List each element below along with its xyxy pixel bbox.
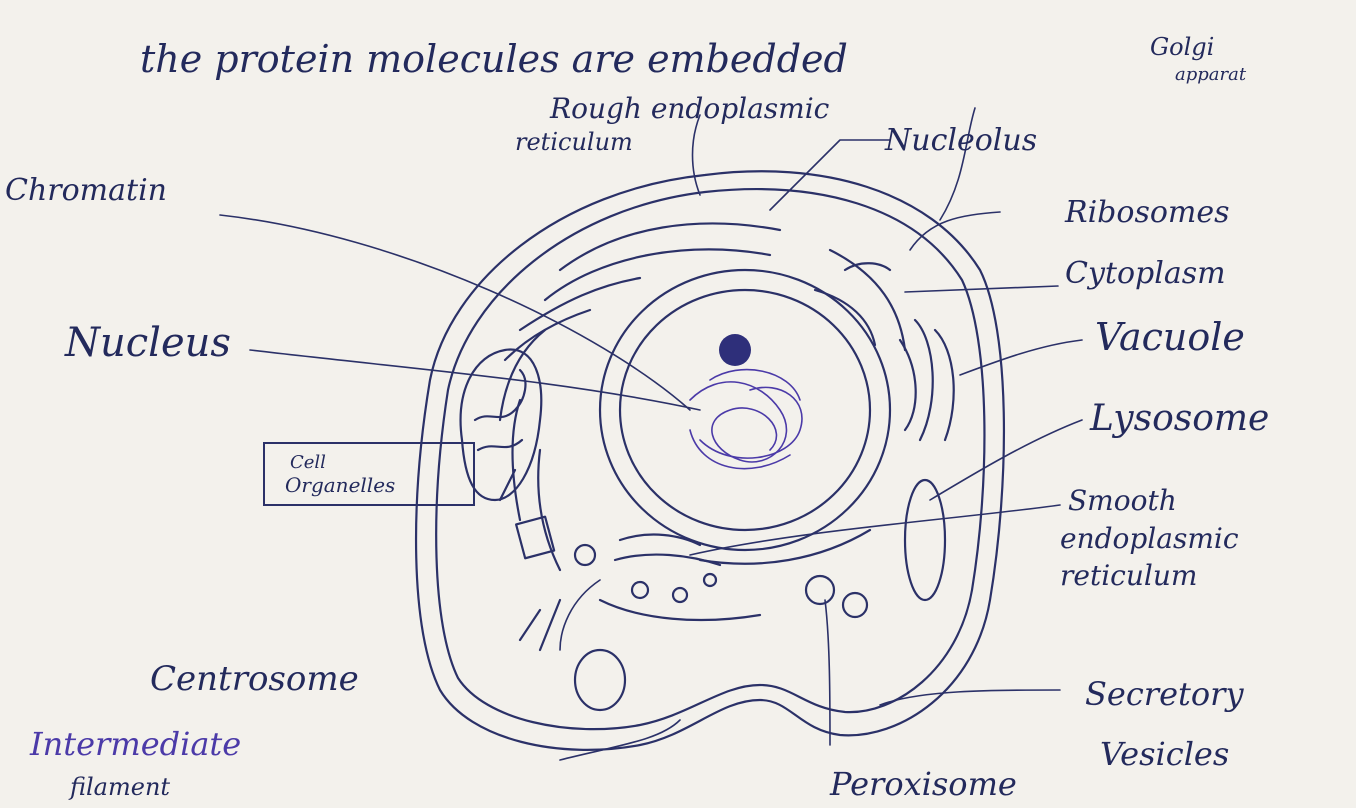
label-lysosome: Lysosome xyxy=(1089,398,1269,439)
chromatin-scribbles xyxy=(690,370,802,469)
golgi-stack xyxy=(900,320,954,440)
label-rough-er-2: reticulum xyxy=(515,128,633,156)
secretory-vesicle-shape xyxy=(843,593,867,617)
nucleus-envelope xyxy=(600,270,890,550)
label-smooth-er-3: reticulum xyxy=(1060,559,1197,592)
centrosome-shape xyxy=(516,517,595,565)
label-ribosomes: Ribosomes xyxy=(1064,195,1230,230)
label-secretory-1: Secretory xyxy=(1085,675,1244,713)
label-peroxisome: Peroxisome xyxy=(829,765,1017,803)
nucleus-envelope-inner xyxy=(620,290,870,530)
label-smooth-er-2: endoplasmic xyxy=(1060,522,1239,555)
label-vacuole: Vacuole xyxy=(1095,315,1245,359)
label-centrosome: Centrosome xyxy=(150,659,359,699)
label-cytoplasm: Cytoplasm xyxy=(1065,256,1226,291)
label-intermediate-2: filament xyxy=(68,773,170,801)
label-golgi-1: Golgi xyxy=(1150,33,1214,61)
cell-membrane xyxy=(416,171,1004,750)
vacuole-shape xyxy=(575,650,625,710)
lysosome-shape xyxy=(905,480,945,600)
label-golgi-2: apparat xyxy=(1175,64,1247,85)
peroxisome-shape xyxy=(806,576,834,604)
label-secretory-2: Vesicles xyxy=(1100,735,1229,773)
label-cell-organelles-1: Cell xyxy=(290,452,326,473)
nucleolus-shape xyxy=(719,334,751,366)
label-nucleus: Nucleus xyxy=(64,320,231,366)
label-rough-er-1: Rough endoplasmic xyxy=(549,92,830,125)
label-chromatin: Chromatin xyxy=(5,173,167,208)
label-smooth-er-1: Smooth xyxy=(1068,484,1177,517)
label-nucleolus: Nucleolus xyxy=(884,123,1037,158)
heading-fragment: the protein molecules are embedded xyxy=(140,37,848,81)
mitochondrion xyxy=(461,350,542,500)
intermediate-filament-strokes xyxy=(500,470,560,650)
label-intermediate-1: Intermediate xyxy=(29,725,241,763)
label-cell-organelles-2: Organelles xyxy=(285,473,395,497)
